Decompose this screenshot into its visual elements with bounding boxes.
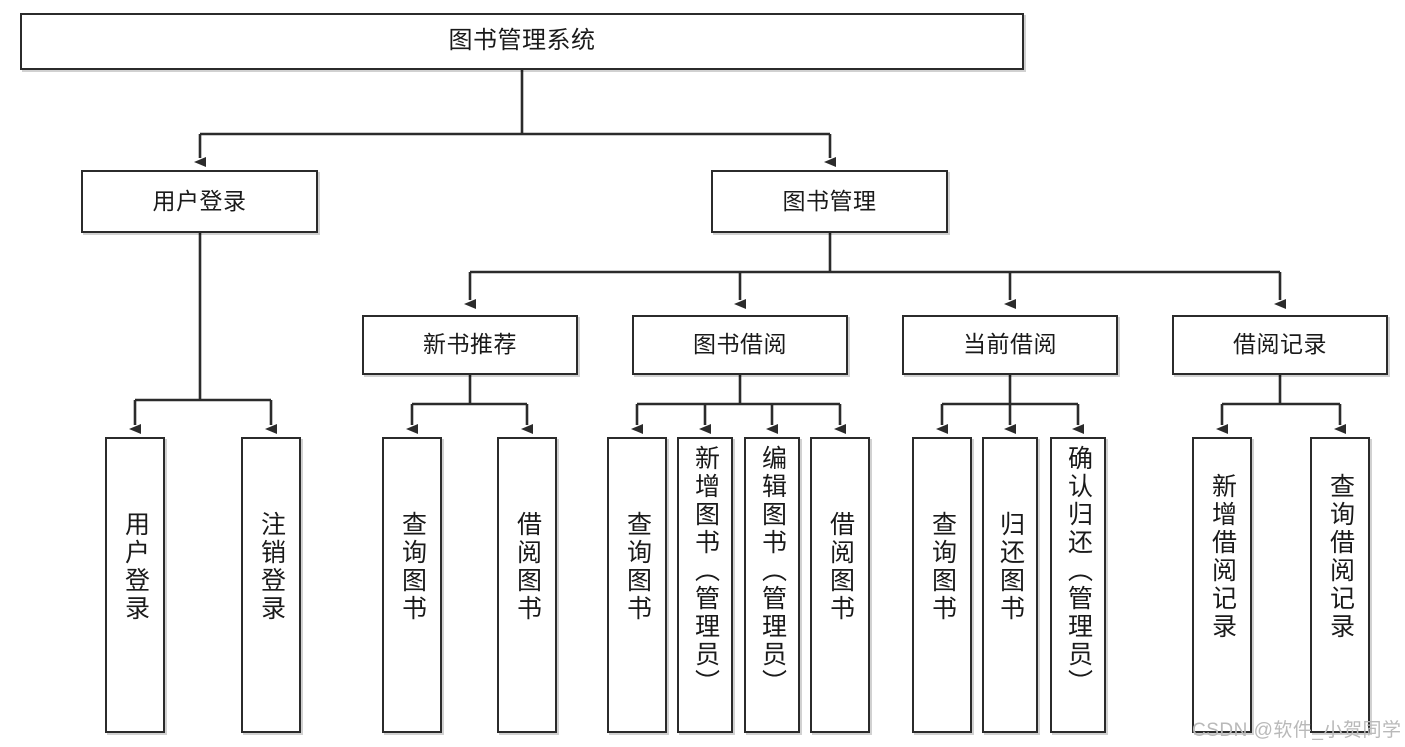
node-label: 查询图书 bbox=[928, 511, 957, 623]
leaf-confirm-return-admin[interactable]: 确认归还（管理员） bbox=[1050, 437, 1106, 733]
node-label: 归还图书 bbox=[996, 511, 1025, 623]
node-label: 借阅图书 bbox=[826, 511, 855, 623]
node-label: 查询借阅记录 bbox=[1326, 473, 1355, 641]
leaf-query-book-current[interactable]: 查询图书 bbox=[912, 437, 972, 733]
node-label: 图书管理 bbox=[782, 187, 877, 214]
node-label: 借阅图书 bbox=[513, 511, 542, 623]
leaf-borrow-book[interactable]: 借阅图书 bbox=[810, 437, 870, 733]
node-current-borrow[interactable]: 当前借阅 bbox=[902, 315, 1118, 375]
leaf-query-borrow-record[interactable]: 查询借阅记录 bbox=[1310, 437, 1370, 733]
leaf-user-login[interactable]: 用户登录 bbox=[105, 437, 165, 733]
leaf-return-book[interactable]: 归还图书 bbox=[982, 437, 1038, 733]
node-label: 借阅记录 bbox=[1233, 331, 1327, 358]
node-label: 用户登录 bbox=[121, 511, 150, 623]
node-label: 用户登录 bbox=[152, 187, 247, 214]
leaf-query-book-borrow[interactable]: 查询图书 bbox=[607, 437, 667, 733]
node-label: 查询图书 bbox=[398, 511, 427, 623]
node-book-management[interactable]: 图书管理 bbox=[711, 170, 948, 233]
leaf-edit-book-admin[interactable]: 编辑图书（管理员） bbox=[744, 437, 800, 733]
leaf-query-book-recommend[interactable]: 查询图书 bbox=[382, 437, 442, 733]
node-label: 注销登录 bbox=[257, 511, 286, 623]
node-label: 图书管理系统 bbox=[448, 27, 596, 55]
node-borrow-record[interactable]: 借阅记录 bbox=[1172, 315, 1388, 375]
leaf-borrow-book-recommend[interactable]: 借阅图书 bbox=[497, 437, 557, 733]
node-user-login[interactable]: 用户登录 bbox=[81, 170, 318, 233]
node-label: 确认归还（管理员） bbox=[1064, 445, 1093, 697]
node-label: 新书推荐 bbox=[423, 331, 517, 358]
leaf-add-book-admin[interactable]: 新增图书（管理员） bbox=[677, 437, 733, 733]
leaf-add-borrow-record[interactable]: 新增借阅记录 bbox=[1192, 437, 1252, 733]
node-book-borrow[interactable]: 图书借阅 bbox=[632, 315, 848, 375]
node-new-book-recommend[interactable]: 新书推荐 bbox=[362, 315, 578, 375]
leaf-logout[interactable]: 注销登录 bbox=[241, 437, 301, 733]
node-root-system[interactable]: 图书管理系统 bbox=[20, 13, 1024, 70]
node-label: 当前借阅 bbox=[963, 331, 1057, 358]
node-label: 图书借阅 bbox=[693, 331, 787, 358]
node-label: 编辑图书（管理员） bbox=[758, 445, 787, 697]
node-label: 查询图书 bbox=[623, 511, 652, 623]
node-label: 新增图书（管理员） bbox=[691, 445, 720, 697]
node-label: 新增借阅记录 bbox=[1208, 473, 1237, 641]
csdn-watermark: CSDN @软件_小贺同学 bbox=[1192, 720, 1402, 741]
